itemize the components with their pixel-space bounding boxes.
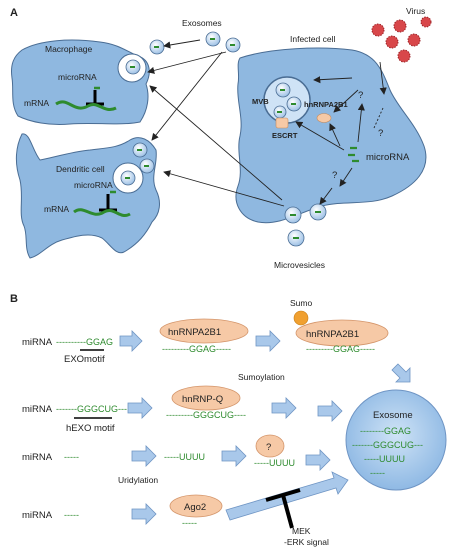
row2-arrow-2 bbox=[271, 397, 297, 419]
exosome-line-2: -------GGGCUG--- bbox=[352, 440, 423, 450]
panel-a-arrows bbox=[147, 39, 387, 207]
exosome-label: Exosome bbox=[373, 410, 413, 421]
hnrnpa2b1-label: hnRNPA2B1 bbox=[304, 100, 348, 109]
virus-particles bbox=[371, 16, 432, 63]
hnrnpa2b1-sumo-bubble bbox=[295, 319, 389, 347]
macrophage-cell bbox=[11, 39, 150, 125]
infected-microrna-label: microRNA bbox=[366, 152, 410, 163]
infected-mirna-marks bbox=[348, 146, 359, 163]
ago2-bubble bbox=[169, 494, 223, 518]
row3-bound-sequence: -----UUUU bbox=[254, 458, 295, 468]
row3-sequence: ----- bbox=[64, 452, 79, 462]
dendritic-mrna-strand bbox=[73, 208, 131, 217]
erk-label: -ERK signal bbox=[284, 537, 329, 547]
row1-arrow-2 bbox=[255, 330, 281, 352]
exosome-line-1: --------GGAG bbox=[360, 426, 411, 436]
row3-arrow-1 bbox=[131, 445, 157, 467]
row2-arrow-1 bbox=[127, 397, 153, 419]
escrt-label: ESCRT bbox=[272, 131, 298, 140]
mvb-mirna-marks bbox=[277, 89, 296, 113]
dendritic-label: Dendritic cell bbox=[56, 164, 105, 174]
hnrnpa2b1-label-b: hnRNPA2B1 bbox=[168, 327, 221, 338]
dendritic-mrna-label: mRNA bbox=[44, 204, 69, 214]
sumoylation-label: Sumoylation bbox=[238, 372, 285, 382]
row1-sequence: ----------GGAG bbox=[56, 337, 113, 347]
hnrnpq-label: hnRNP-Q bbox=[182, 394, 223, 405]
panel-a-label: A bbox=[10, 7, 18, 19]
infected-cell-label: Infected cell bbox=[290, 34, 335, 44]
hnrnpa2b1-protein bbox=[316, 113, 332, 123]
exosome-line-4: ----- bbox=[370, 468, 385, 478]
macrophage-label: Macrophage bbox=[45, 44, 93, 54]
uridylation-label: Uridylation bbox=[118, 475, 158, 485]
microvesicles-label: Microvesicles bbox=[274, 260, 325, 270]
mek-inhibit-stem bbox=[281, 494, 294, 529]
macrophage-mrna-label: mRNA bbox=[24, 98, 49, 108]
exosome-mirna-marks bbox=[125, 38, 235, 179]
macrophage-mrna-strand bbox=[55, 100, 117, 111]
row1-exomotif-label: EXOmotif bbox=[64, 354, 105, 365]
row2-hexo-label: hEXO motif bbox=[66, 423, 115, 434]
hnrnpa2b1-bubble bbox=[159, 318, 249, 344]
sumo-protein bbox=[293, 310, 309, 326]
row3-mirna-label: miRNA bbox=[22, 452, 53, 463]
row2-arrow-3 bbox=[317, 400, 343, 422]
row1-arrow-1 bbox=[119, 330, 143, 352]
unknown-protein-label: ? bbox=[266, 442, 271, 453]
infected-cell bbox=[235, 47, 427, 224]
hnrnpq-bubble bbox=[171, 385, 241, 411]
row4-sequence: ----- bbox=[64, 510, 79, 520]
mvb-label: MVB bbox=[252, 97, 269, 106]
hnrnpa2b1-sumo-label: hnRNPA2B1 bbox=[306, 329, 359, 340]
row3-arrow-3 bbox=[305, 449, 331, 471]
exosomes-label: Exosomes bbox=[182, 18, 222, 28]
ago2-label: Ago2 bbox=[184, 502, 206, 513]
row1-mirna-label: miRNA bbox=[22, 337, 53, 348]
panel-b-label: B bbox=[10, 293, 18, 305]
mek-label: MEK bbox=[292, 526, 311, 536]
exosome-particle bbox=[345, 389, 447, 491]
row2-mirna-label: miRNA bbox=[22, 404, 53, 415]
escrt-complex bbox=[275, 117, 289, 129]
row2-bound-sequence: ---------GGGCUG---- bbox=[166, 410, 246, 420]
row1-arrow-down bbox=[391, 363, 411, 383]
row1-bound-sequence: ---------GGAG----- bbox=[162, 344, 231, 354]
row3-uridyl-sequence: -----UUUU bbox=[164, 452, 205, 462]
row4-bound-sequence: ----- bbox=[182, 518, 197, 528]
pathway-unknown-2: ? bbox=[378, 128, 383, 139]
microvesicle-mirna-marks bbox=[290, 211, 321, 239]
exosome-line-3: -----UUUU bbox=[364, 454, 405, 464]
sumo-label: Sumo bbox=[290, 298, 312, 308]
macrophage-microrna-label: microRNA bbox=[58, 72, 97, 82]
dendritic-microrna-label: microRNA bbox=[74, 180, 113, 190]
row3-arrow-2 bbox=[221, 445, 247, 467]
row4-long-arrow bbox=[225, 471, 349, 521]
pathway-unknown-3: ? bbox=[332, 170, 337, 181]
pathway-unknown-1: ? bbox=[358, 90, 363, 101]
row4-mirna-label: miRNA bbox=[22, 510, 53, 521]
row4-arrow-1 bbox=[131, 503, 157, 525]
unknown-protein-bubble bbox=[255, 434, 285, 458]
virus-label: Virus bbox=[406, 6, 425, 16]
row1-sumo-sequence: ---------GGAG----- bbox=[306, 344, 375, 354]
row2-sequence: -------GGGCUG--- bbox=[56, 404, 127, 414]
